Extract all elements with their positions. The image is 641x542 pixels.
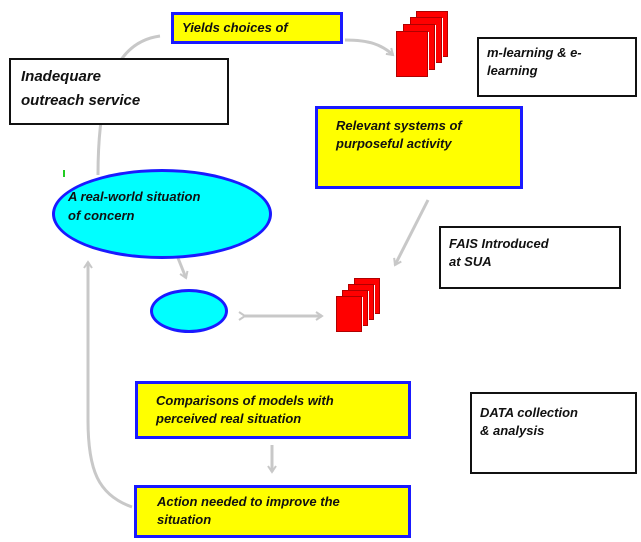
data-collection-box: DATA collection & analysis [470, 392, 637, 474]
yields-choices-label: Yields choices of [182, 20, 288, 35]
inadequate-outreach-label: Inadequare outreach service [21, 68, 141, 109]
arrow-systems-to-docs [393, 199, 430, 267]
real-world-oval [52, 169, 272, 259]
real-world-label: A real-world situation of concern [68, 189, 201, 223]
fais-introduced-box: FAIS Introduced at SUA [439, 226, 621, 289]
arrow-oval-to-model [176, 257, 189, 280]
comparisons-label: Comparisons of models with perceived rea… [156, 393, 334, 426]
comparisons-box: Comparisons of models with perceived rea… [135, 381, 411, 439]
mlearning-box: m-learning & e- learning [477, 37, 637, 97]
document-stack-icon [336, 278, 386, 338]
mlearning-label: m-learning & e- learning [487, 45, 582, 78]
relevant-systems-box: Relevant systems of purposeful activity [315, 106, 523, 189]
data-collection-label: DATA collection & analysis [480, 405, 578, 438]
fais-introduced-label: FAIS Introduced at SUA [449, 236, 549, 269]
loop-arrow-left [83, 260, 133, 509]
model-oval [150, 289, 228, 333]
green-mark [63, 170, 65, 177]
relevant-systems-label: Relevant systems of purposeful activity [336, 118, 462, 151]
action-needed-box: Action needed to improve the situation [134, 485, 411, 538]
arrow-to-mlearning [344, 38, 395, 57]
yields-choices-box: Yields choices of [171, 12, 343, 44]
action-needed-label: Action needed to improve the situation [157, 494, 340, 527]
document-stack-icon [396, 11, 456, 83]
inadequate-outreach-box: Inadequare outreach service [9, 58, 229, 125]
